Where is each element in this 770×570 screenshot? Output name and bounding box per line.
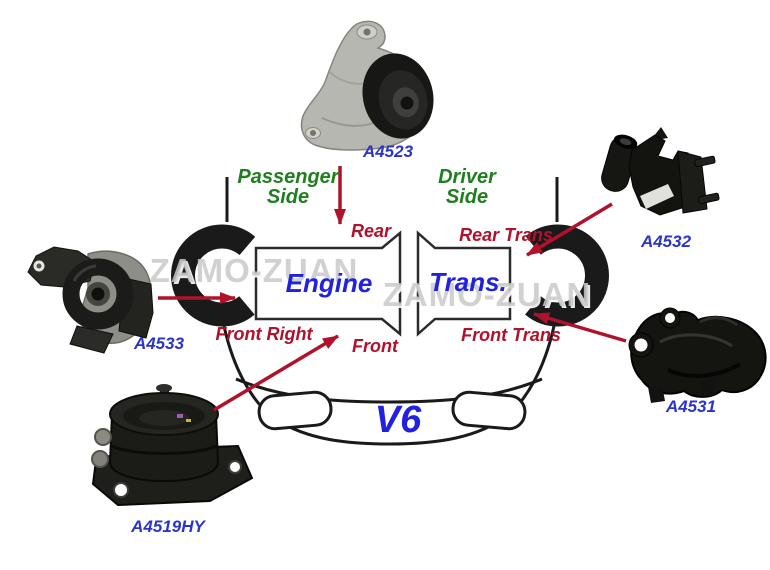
location-label-rear: Rear [351,221,392,241]
text-labels: Passenger Side Driver Side Rear Rear Tra… [130,142,716,536]
car-hood-line [235,377,543,404]
headlight-right [451,390,527,431]
part-photo-a4519hy [91,384,254,507]
part-label-a4533: A4533 [133,334,185,353]
pointer-arrows [158,166,627,412]
watermarks: ZAMO-ZUAN ZAMO-ZUAN ZAMO-ZUAN ZAMO-ZUAN [150,252,594,315]
arrow-a4532-to-rear-trans [526,202,613,257]
engine-type-label: V6 [375,399,422,441]
part-label-a4532: A4532 [640,232,692,251]
car-lower-body [222,325,556,446]
trans-box [416,230,512,337]
part-label-a4519hy: A4519HY [130,517,206,536]
arrow-a4531-to-front-trans [533,312,627,343]
arrow-a4519hy-to-front [213,334,339,412]
watermark-underlay-right: ZAMO-ZUAN [385,278,594,315]
headlight-left [257,390,333,431]
passenger-side-label-line1: Passenger [237,166,339,188]
driver-side-label-line2: Side [446,186,488,208]
location-label-front: Front [352,336,399,356]
part-label-a4531: A4531 [665,397,716,416]
part-photo-a4532 [601,127,720,216]
driver-side-label-line1: Driver [438,166,497,188]
car-outline [171,177,609,446]
engine-box [254,230,402,337]
part-photo-a4533 [27,246,154,354]
engine-label: Engine [286,268,373,298]
tire-left [171,224,273,327]
watermark-underlay-left: ZAMO-ZUAN [152,254,361,291]
passenger-side-label-line2: Side [267,186,309,208]
part-photo-a4531 [628,307,767,403]
part-photo-a4523 [300,20,434,151]
location-label-front-trans: Front Trans [461,325,561,345]
location-label-front-right: Front Right [216,324,314,344]
watermark-text-left: ZAMO-ZUAN [150,252,359,289]
location-label-rear-trans: Rear Trans [459,225,553,245]
trans-label: Trans. [429,267,507,297]
watermark-text-right: ZAMO-ZUAN [383,276,592,313]
part-label-a4523: A4523 [362,142,414,161]
